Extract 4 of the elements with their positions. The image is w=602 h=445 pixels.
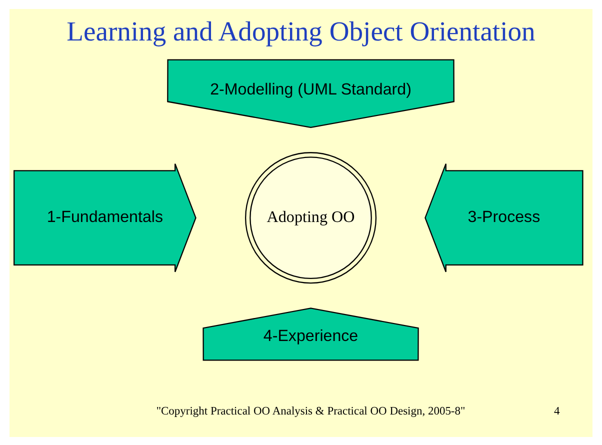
label: "Copyright Practical OO Analysis & Practical OO Design, 2005-8"	[156, 405, 466, 418]
node-circle: Adopting OO	[245, 152, 377, 284]
diagram-title: Learning and Adopting Object Orientation	[66, 14, 536, 46]
label: 4	[554, 405, 560, 418]
